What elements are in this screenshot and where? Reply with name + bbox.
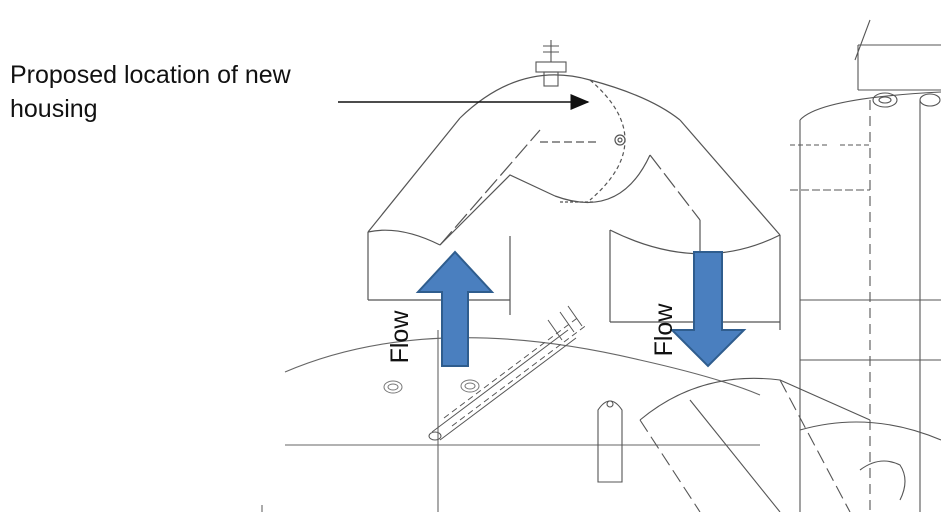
callout-label: Proposed location of new housing: [10, 61, 291, 123]
support-bracket: [597, 400, 623, 483]
tank-fittings: [383, 379, 480, 394]
right-structure: [790, 19, 941, 512]
tank-outline: [261, 330, 761, 512]
flow-label-left: Flow: [386, 310, 414, 364]
probe-nozzle: [428, 305, 589, 441]
lower-duct: [639, 377, 871, 512]
flow-arrow-down: [669, 251, 747, 368]
flow-arrow-up: [415, 250, 495, 367]
flow-label-right: Flow: [650, 303, 678, 357]
top-vent: [535, 40, 567, 87]
